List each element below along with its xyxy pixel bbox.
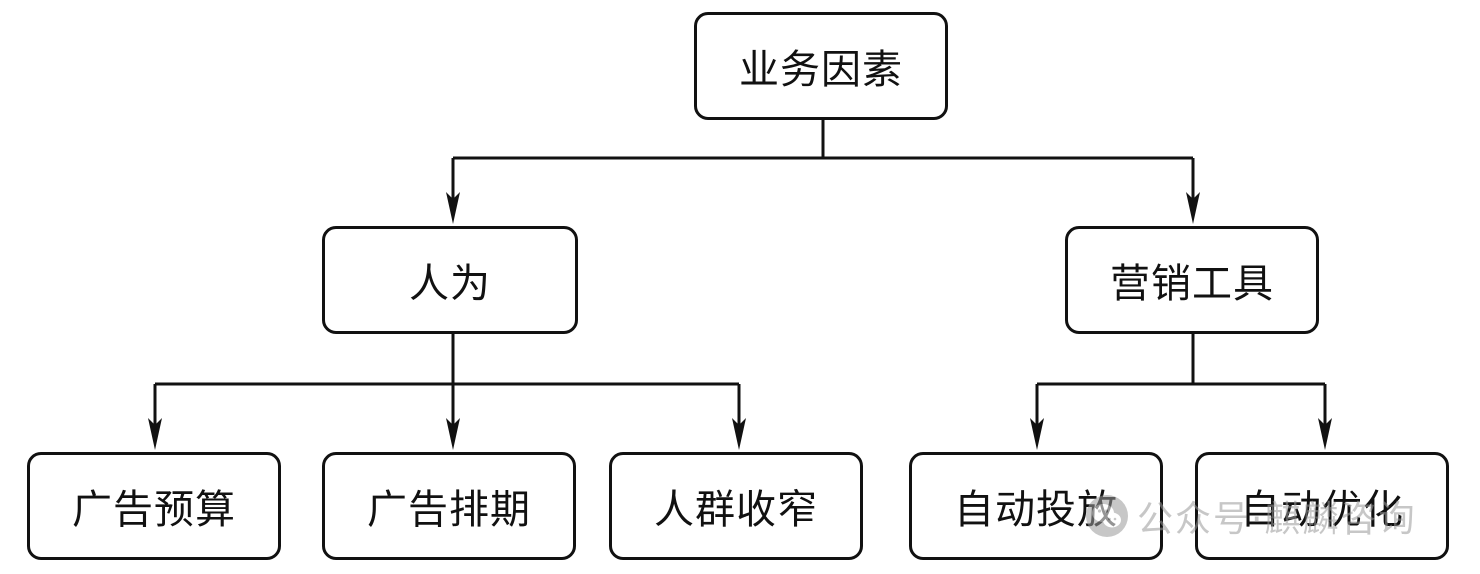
node-marketing-tools: 营销工具: [1065, 226, 1319, 334]
arrowhead-human: [446, 192, 460, 224]
node-label: 自动投放: [954, 487, 1118, 533]
node-ad-schedule: 广告排期: [322, 452, 576, 560]
node-auto-delivery: 自动投放: [909, 452, 1163, 560]
node-label: 广告排期: [367, 487, 531, 533]
node-human: 人为: [322, 226, 578, 334]
node-label: 人群收窄: [654, 487, 818, 533]
node-label: 营销工具: [1110, 261, 1274, 307]
arrowhead-auto-optimize: [1318, 418, 1332, 450]
node-label: 自动优化: [1240, 487, 1404, 533]
node-auto-optimization: 自动优化: [1195, 452, 1449, 560]
arrowhead-schedule: [446, 418, 460, 450]
node-audience-narrowing: 人群收窄: [609, 452, 863, 560]
node-ad-budget: 广告预算: [27, 452, 281, 560]
arrowhead-audience: [732, 418, 746, 450]
node-label: 广告预算: [72, 487, 236, 533]
arrowhead-budget: [148, 418, 162, 450]
arrowhead-tools: [1186, 192, 1200, 224]
node-label: 人为: [409, 261, 491, 307]
node-label: 业务因素: [739, 47, 903, 93]
arrowhead-auto-deliver: [1030, 418, 1044, 450]
node-business-factors: 业务因素: [694, 12, 948, 120]
